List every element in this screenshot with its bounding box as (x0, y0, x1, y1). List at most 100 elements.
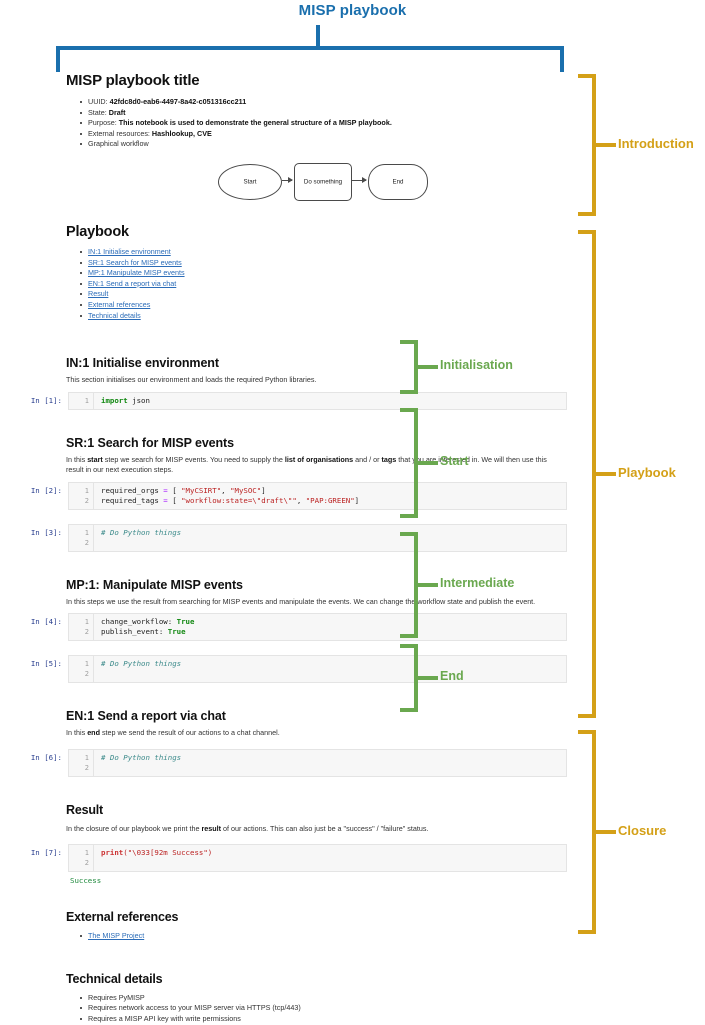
green-annotation-label-start: Start (440, 454, 469, 468)
bracket-spine (414, 408, 418, 518)
toc-link-technical-details[interactable]: Technical details (88, 310, 141, 320)
green-annotation-label-end: End (440, 669, 464, 683)
code-content-3[interactable]: # Do Python things (94, 525, 566, 551)
playbook-heading: Playbook (66, 223, 129, 240)
bracket-bottom-arm (578, 212, 596, 216)
sr1-t1: In this (66, 454, 88, 464)
cell-prompt-2: In [2]: (30, 485, 62, 495)
code-content-7[interactable]: print("\033[92m Success") (94, 845, 566, 871)
code-editor-1[interactable]: 1 import json (68, 391, 567, 410)
toc-link-en1[interactable]: EN:1 Send a report via chat (88, 278, 177, 288)
print-arg: ("\033[92m Success") (123, 848, 213, 858)
section-heading-en1: EN:1 Send a report via chat (66, 709, 226, 724)
code-comment-3: # Do Python things (101, 527, 182, 537)
bracket-tick (596, 472, 616, 476)
sr1-t4: that you are interested in. We will then… (66, 454, 547, 475)
list-item: Requires network access to your MISP ser… (80, 1003, 600, 1014)
list-item[interactable]: IN:1 Initialise environment (80, 247, 600, 258)
list-item[interactable]: SR:1 Search for MISP events (80, 258, 600, 269)
toc-link-in1[interactable]: IN:1 Initialise environment (88, 246, 171, 256)
list-item-state: State: Draft (80, 108, 600, 119)
section-heading-result: Result (66, 802, 104, 817)
bracket-top-arm (400, 340, 418, 344)
bracket-tick (418, 583, 438, 587)
list-item[interactable]: External references (80, 300, 600, 311)
purpose-value: This notebook is used to demonstrate the… (118, 118, 392, 128)
bracket-top-arm (578, 74, 596, 78)
section-text-sr1: In this start step we search for MISP ev… (66, 455, 554, 476)
bracket-top-arm (578, 230, 596, 234)
list-item[interactable]: Result (80, 289, 600, 300)
sr1-b2: list of organisations (284, 454, 354, 464)
section-text-result: In the closure of our playbook we print … (66, 824, 554, 835)
link-the-misp-project[interactable]: The MISP Project (88, 931, 145, 941)
sr1-b3: tags (381, 454, 397, 464)
bracket-tick (596, 830, 616, 834)
bracket-bottom-arm (400, 708, 418, 712)
external-references-list: The MISP Project (66, 931, 600, 942)
external-resources-value: Hashlookup, CVE (151, 128, 212, 138)
uuid-label: UUID: (88, 97, 108, 106)
toc-link-sr1[interactable]: SR:1 Search for MISP events (88, 257, 182, 267)
list-item[interactable]: EN:1 Send a report via chat (80, 279, 600, 290)
bracket-spine (414, 340, 418, 394)
cell-prompt-4: In [4]: (30, 617, 62, 627)
code-content-6[interactable]: # Do Python things (94, 750, 566, 776)
graphical-workflow-label: Graphical workflow (88, 139, 149, 149)
sr1-t2: step we search for MISP events. You need… (102, 454, 285, 464)
bracket-spine (414, 644, 418, 712)
cell-prompt-3: In [3]: (30, 527, 62, 537)
code-comment-5: # Do Python things (101, 659, 182, 669)
list-item[interactable]: The MISP Project (80, 931, 600, 942)
section-text-in1: This section initialises our environment… (66, 375, 317, 385)
res-t1: In the closure of our playbook we print … (66, 823, 202, 833)
code-content-5[interactable]: # Do Python things (94, 656, 566, 682)
code-content-1[interactable]: import json (101, 395, 150, 405)
flow-arrow-2-icon (352, 177, 367, 184)
list-item[interactable]: MP:1 Manipulate MISP events (80, 268, 600, 279)
code-content-4[interactable]: change_workflow: True publish_event: Tru… (94, 614, 566, 640)
state-value: Draft (108, 107, 126, 117)
cell-output-7: Success (70, 876, 102, 886)
cell-prompt-7: In [7]: (30, 848, 62, 858)
uuid-value: 42fdc8d0-eab6-4497-8a42-c051316cc211 (109, 97, 247, 106)
bracket-tick (418, 365, 438, 369)
toc-link-mp1[interactable]: MP:1 Manipulate MISP events (88, 268, 185, 278)
cell-prompt-5: In [5]: (30, 659, 62, 669)
technical-details-list: Requires PyMISP Requires network access … (66, 993, 600, 1025)
code-cell-1[interactable]: In [1]: 1 import json (0, 391, 600, 410)
mp-key-1: change_workflow: (101, 617, 173, 627)
gold-annotation-label-introduction: Introduction (618, 136, 694, 151)
bracket-top-arm (400, 408, 418, 412)
en1-b1: end (87, 728, 100, 738)
list-item[interactable]: Technical details (80, 311, 600, 322)
flow-node-end: End (368, 163, 428, 200)
toc-link-external-references[interactable]: External references (88, 299, 151, 309)
mp-key-2: publish_event: (101, 627, 164, 637)
bracket-bottom-arm (400, 634, 418, 638)
top-annotation-leg-right (560, 46, 564, 72)
toc-link-result[interactable]: Result (88, 289, 109, 299)
code-content-2[interactable]: required_orgs = [ "MyCSIRT", "MySOC"] re… (101, 485, 360, 505)
bracket-top-arm (400, 532, 418, 536)
section-heading-mp1: MP:1: Manipulate MISP events (66, 577, 243, 592)
section-text-en1: In this end step we send the result of o… (66, 728, 554, 739)
list-item-graphical-workflow: Graphical workflow (80, 139, 600, 150)
mp-val-1: True (176, 617, 195, 627)
bracket-bottom-arm (578, 930, 596, 934)
